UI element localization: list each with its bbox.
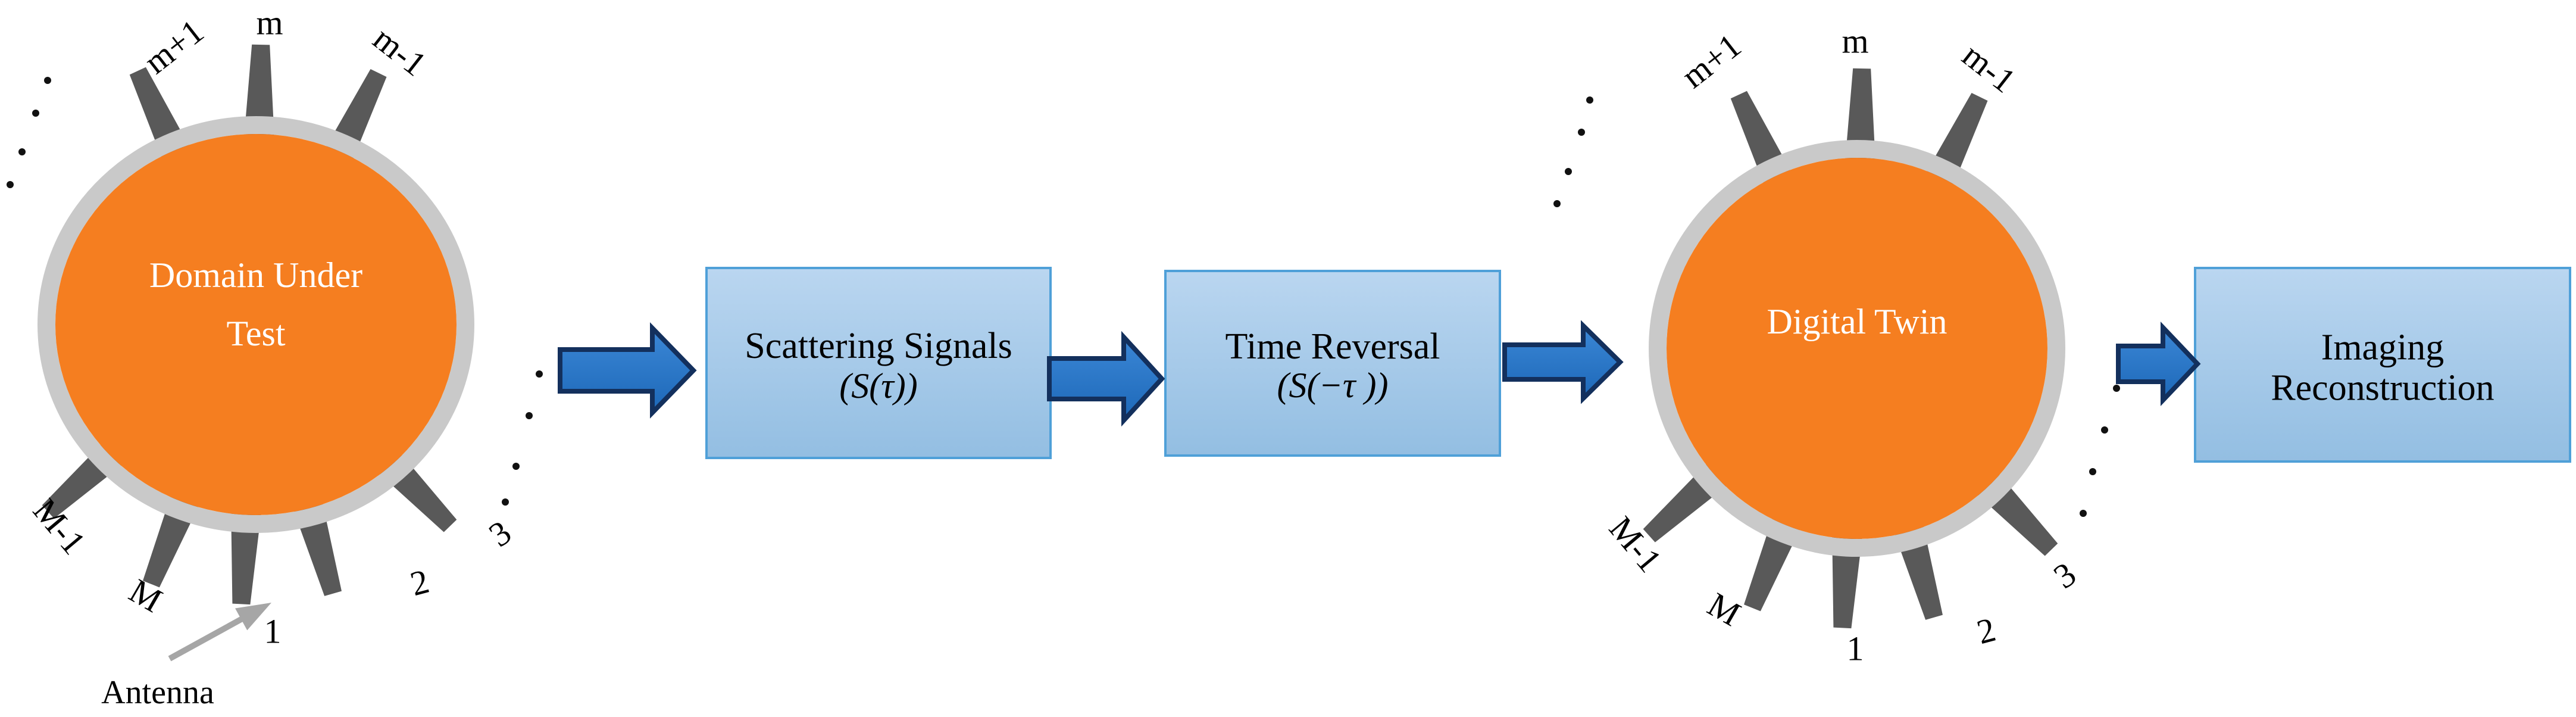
annotation-label: Antenna [101,674,214,711]
continuation-dot [1578,129,1585,136]
flow-arrow-2 [1047,331,1165,427]
continuation-dot [526,412,533,419]
continuation-dot [536,370,543,378]
antenna-label: m [1842,22,1868,61]
continuation-dot [2089,468,2096,475]
antenna-label: m-1 [1955,36,2023,101]
antenna-label: 1 [264,612,282,651]
antenna-label: m+1 [137,12,211,82]
annotation-arrow-line [168,615,246,662]
antenna-annotation: Antenna [101,603,271,711]
annotation-arrow-head [235,603,271,631]
continuation-dot [2113,385,2120,392]
continuation-dot [32,110,39,117]
continuation-dot [1553,200,1561,207]
box-time-reversal: Time Reversal(S(−τ )) [1164,270,1501,457]
antenna-label: m [256,4,283,42]
continuation-dot [502,498,509,506]
box-title-line: Imaging [2321,327,2444,367]
box-formula: (S(−τ )) [1277,366,1389,405]
antenna-label: m+1 [1674,26,1748,96]
circle-ring [1649,140,2065,557]
antenna-label: 3 [2046,554,2083,596]
antenna-label: 3 [482,513,518,554]
continuation-dot [44,77,51,84]
box-title-line: Time Reversal [1225,326,1440,367]
flow-arrow-1 [558,322,697,419]
box-title-line: Scattering Signals [745,326,1012,366]
box-rect [705,267,1052,459]
continuation-dot [7,181,14,188]
continuation-dot [18,148,26,155]
circle-title-line: Digital Twin [1767,302,1947,341]
continuation-dot [1586,96,1593,104]
antenna-label: 1 [1847,629,1864,668]
circle-body [1667,158,2047,539]
circle-ring [37,116,474,533]
flow-arrow-4 [2116,321,2201,407]
box-scattering-signals: Scattering Signals(S(τ)) [705,267,1052,459]
circle-body [55,134,457,515]
box-rect [1164,270,1501,457]
circle-title-line: Domain Under [149,255,362,295]
antenna-label: M [1701,585,1747,634]
continuation-dot [512,463,520,470]
circle-title-line: Test [226,314,285,353]
antenna-label: 2 [1973,610,2000,651]
antenna-label: M-1 [26,491,93,562]
continuation-dot [2101,426,2108,434]
box-rect [2194,267,2571,463]
antenna-label: 2 [407,562,433,603]
box-formula: (S(τ)) [839,366,917,406]
continuation-dot [1565,168,1572,175]
box-title-line2: Reconstruction [2271,368,2494,409]
continuation-dot [2080,510,2087,517]
flow-arrow-3 [1502,320,1624,404]
